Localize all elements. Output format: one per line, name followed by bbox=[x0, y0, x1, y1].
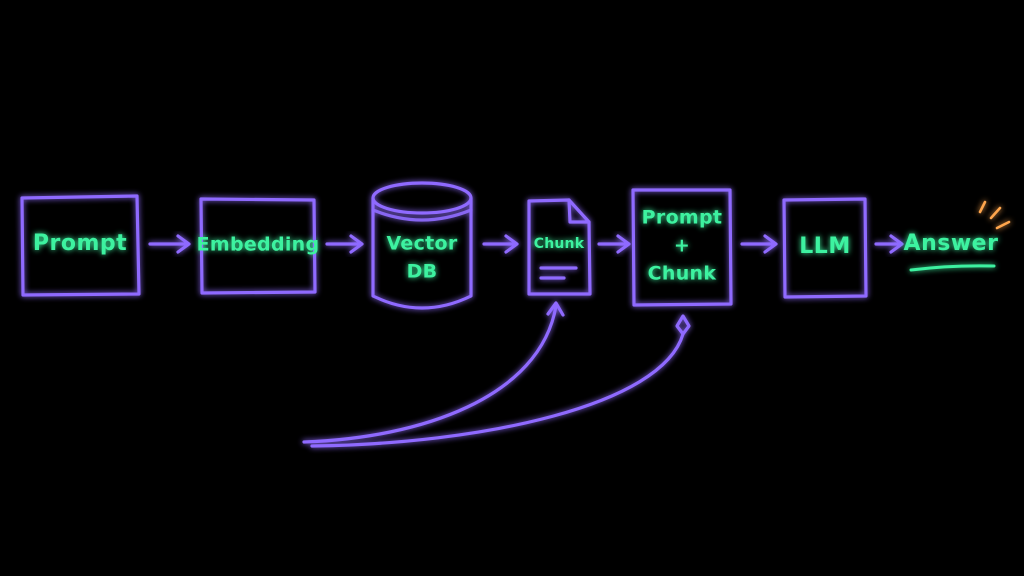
prompt-chunk-label-line2: + bbox=[674, 235, 690, 257]
llm-box bbox=[782, 197, 868, 299]
arrow-vectordb-to-chunk bbox=[482, 234, 519, 254]
llm-node: LLM bbox=[782, 197, 868, 299]
prompt-box bbox=[20, 194, 141, 297]
prompt-chunk-label-line3: Chunk bbox=[648, 263, 717, 285]
vector-db-node: Vector DB bbox=[371, 181, 473, 310]
chunk-label: Chunk bbox=[534, 236, 585, 252]
arrow-llm-to-answer bbox=[874, 234, 904, 254]
embedding-label: Embedding bbox=[197, 234, 320, 256]
vector-db-label-line2: DB bbox=[407, 261, 438, 283]
vector-db-label-line1: Vector bbox=[386, 233, 457, 255]
embedding-node: Embedding bbox=[197, 197, 320, 295]
arrow-embedding-to-vectordb bbox=[325, 234, 364, 254]
llm-label: LLM bbox=[799, 234, 850, 259]
feedback-curve-to-chunk bbox=[302, 301, 565, 444]
prompt-chunk-box bbox=[631, 188, 733, 307]
answer-underline bbox=[909, 264, 996, 272]
arrow-prompt-to-embedding bbox=[148, 234, 191, 254]
answer-node: Answer bbox=[904, 200, 1011, 272]
prompt-chunk-node: Prompt + Chunk bbox=[631, 188, 733, 307]
database-icon bbox=[371, 181, 473, 310]
embedding-box bbox=[199, 197, 317, 295]
feedback-curve-to-prompt-chunk bbox=[310, 314, 691, 448]
answer-label: Answer bbox=[904, 231, 999, 256]
prompt-chunk-label-line1: Prompt bbox=[642, 207, 723, 229]
sparkle-icon bbox=[978, 200, 1011, 230]
prompt-label: Prompt bbox=[33, 231, 127, 256]
arrow-promptchunk-to-llm bbox=[740, 234, 778, 254]
chunk-node: Chunk bbox=[527, 198, 592, 296]
prompt-node: Prompt bbox=[20, 194, 141, 297]
document-icon bbox=[527, 198, 592, 296]
arrow-chunk-to-promptchunk bbox=[597, 234, 631, 254]
